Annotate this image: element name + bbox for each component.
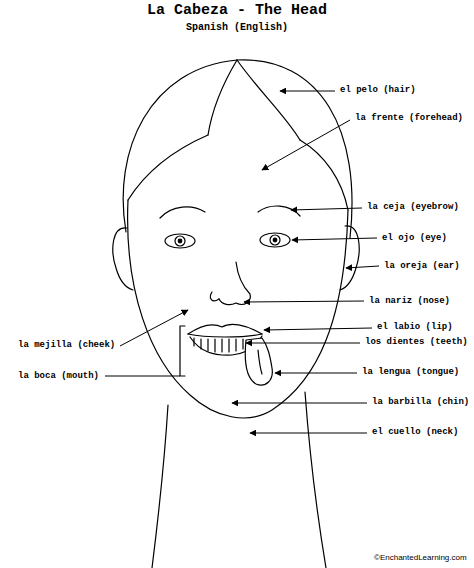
pupil (273, 238, 277, 242)
leader-line (250, 433, 367, 434)
bracket (180, 326, 185, 376)
tongue (245, 338, 272, 385)
nose (210, 292, 219, 301)
leader-line (275, 373, 357, 374)
hair-part (237, 60, 300, 140)
part-label: la ceja (eyebrow) (367, 202, 459, 212)
part-label: la oreja (ear) (384, 261, 460, 271)
hair-line (300, 140, 348, 210)
leader-line (246, 343, 360, 344)
hair-outline (123, 60, 352, 238)
face-outline (128, 200, 348, 418)
part-label: la nariz (nose) (369, 296, 450, 306)
nose (219, 262, 250, 305)
ear (340, 226, 359, 290)
upper-lip (188, 324, 262, 334)
leader-line (292, 238, 377, 240)
eyebrow (160, 207, 205, 218)
part-label: la mejilla (cheek) (18, 340, 115, 350)
part-label: el cuello (neck) (372, 427, 458, 437)
copyright-note: ©EnchantedLearning.com (374, 553, 467, 562)
leader-line (262, 120, 350, 170)
leader-line (244, 301, 364, 302)
neck-outline (152, 405, 168, 568)
leader-line (120, 310, 188, 346)
leader-line (264, 328, 372, 330)
subtitle: Spanish (English) (186, 22, 288, 34)
eye (260, 233, 290, 247)
neck-outline (305, 392, 326, 568)
iris (175, 236, 185, 246)
diagram-title: La Cabeza - The Head (147, 2, 327, 19)
part-label: la barbilla (chin) (372, 397, 469, 407)
leader-line (280, 91, 335, 92)
part-label: la lengua (tongue) (362, 367, 459, 377)
iris (270, 235, 280, 245)
part-label: la boca (mouth) (18, 371, 99, 381)
part-label: el labio (lip) (377, 322, 453, 332)
eye (165, 234, 195, 248)
leader-line (346, 266, 379, 268)
part-label: los dientes (teeth) (365, 337, 468, 347)
part-label: la frente (forehead) (355, 113, 463, 123)
hair-line (128, 135, 208, 200)
teeth (194, 338, 243, 352)
part-label: el ojo (eye) (382, 233, 447, 243)
eyebrow (258, 206, 300, 216)
tongue-line (258, 350, 262, 374)
mouth-line (188, 334, 262, 337)
leader-line (232, 403, 367, 404)
leader-line (105, 376, 180, 377)
pupil (178, 239, 182, 243)
leader-line (291, 208, 362, 210)
hair-part (208, 60, 237, 135)
part-label: el pelo (hair) (340, 85, 416, 95)
ear (113, 228, 133, 290)
